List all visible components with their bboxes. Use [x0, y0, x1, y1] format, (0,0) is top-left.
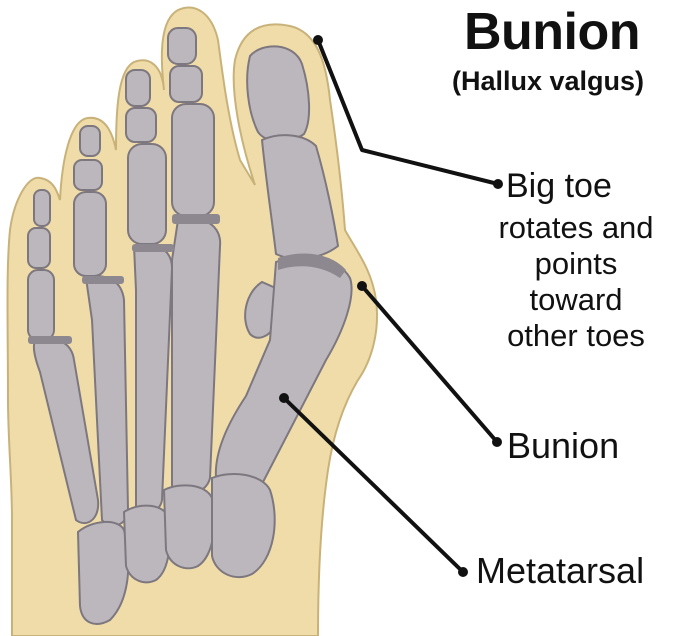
big-toe-leader — [316, 39, 499, 186]
tarsal-bone — [211, 473, 276, 579]
metatarsal-leader-end — [458, 567, 468, 577]
big-toe-description-line: other toes — [507, 318, 645, 353]
big-toe-distal-phalanx — [246, 45, 311, 143]
joint-band — [172, 214, 220, 224]
joint-band — [132, 244, 174, 252]
big-toe-joint — [278, 253, 346, 278]
metatarsal-leader-dot — [279, 393, 289, 403]
second-toe — [167, 27, 222, 496]
fourth-proximal-phalanx — [73, 191, 107, 277]
second-proximal-phalanx — [171, 103, 215, 217]
big-toe-description-line: points — [534, 246, 618, 281]
fifth-proximal-phalanx — [27, 269, 55, 341]
diagram-title: Bunion — [463, 3, 641, 61]
big-toe-description-line: rotates and — [498, 210, 654, 245]
big-toe-leader-end — [493, 179, 503, 189]
big-toe-description: rotates and points toward other toes — [476, 210, 676, 354]
joint-bands — [28, 214, 220, 344]
bunion-leader-end — [492, 437, 502, 447]
joint-band — [28, 336, 72, 344]
third-middle-phalanx — [125, 107, 157, 143]
big-toe-label: Big toe — [506, 167, 612, 205]
third-proximal-phalanx — [127, 143, 167, 245]
third-toe — [125, 69, 174, 514]
tarsal-bone — [122, 504, 171, 584]
fourth-distal-phalanx — [79, 125, 101, 157]
big-toe-leader-dot — [313, 35, 323, 45]
fifth-distal-phalanx — [33, 189, 51, 227]
big-toe — [214, 45, 353, 496]
third-distal-phalanx — [125, 69, 151, 107]
tarsal-bone — [76, 521, 130, 625]
bunion-leader — [360, 284, 499, 444]
metatarsal-label: Metatarsal — [476, 550, 645, 591]
tarsal-bones — [76, 473, 276, 625]
fourth-middle-phalanx — [73, 159, 103, 191]
big-toe-description-line: toward — [529, 282, 623, 317]
metatarsal-leader — [282, 396, 465, 574]
fifth-middle-phalanx — [27, 227, 51, 269]
bunion-leader-dot — [357, 281, 367, 291]
diagram-subtitle: (Hallux valgus) — [451, 66, 645, 96]
big-toe-proximal-phalanx — [260, 134, 340, 260]
bunion-label: Bunion — [507, 425, 620, 466]
joint-band — [82, 276, 124, 284]
leader-lines — [279, 35, 503, 577]
second-distal-phalanx — [167, 27, 197, 65]
second-middle-phalanx — [169, 65, 203, 103]
tarsal-bone — [162, 484, 216, 570]
